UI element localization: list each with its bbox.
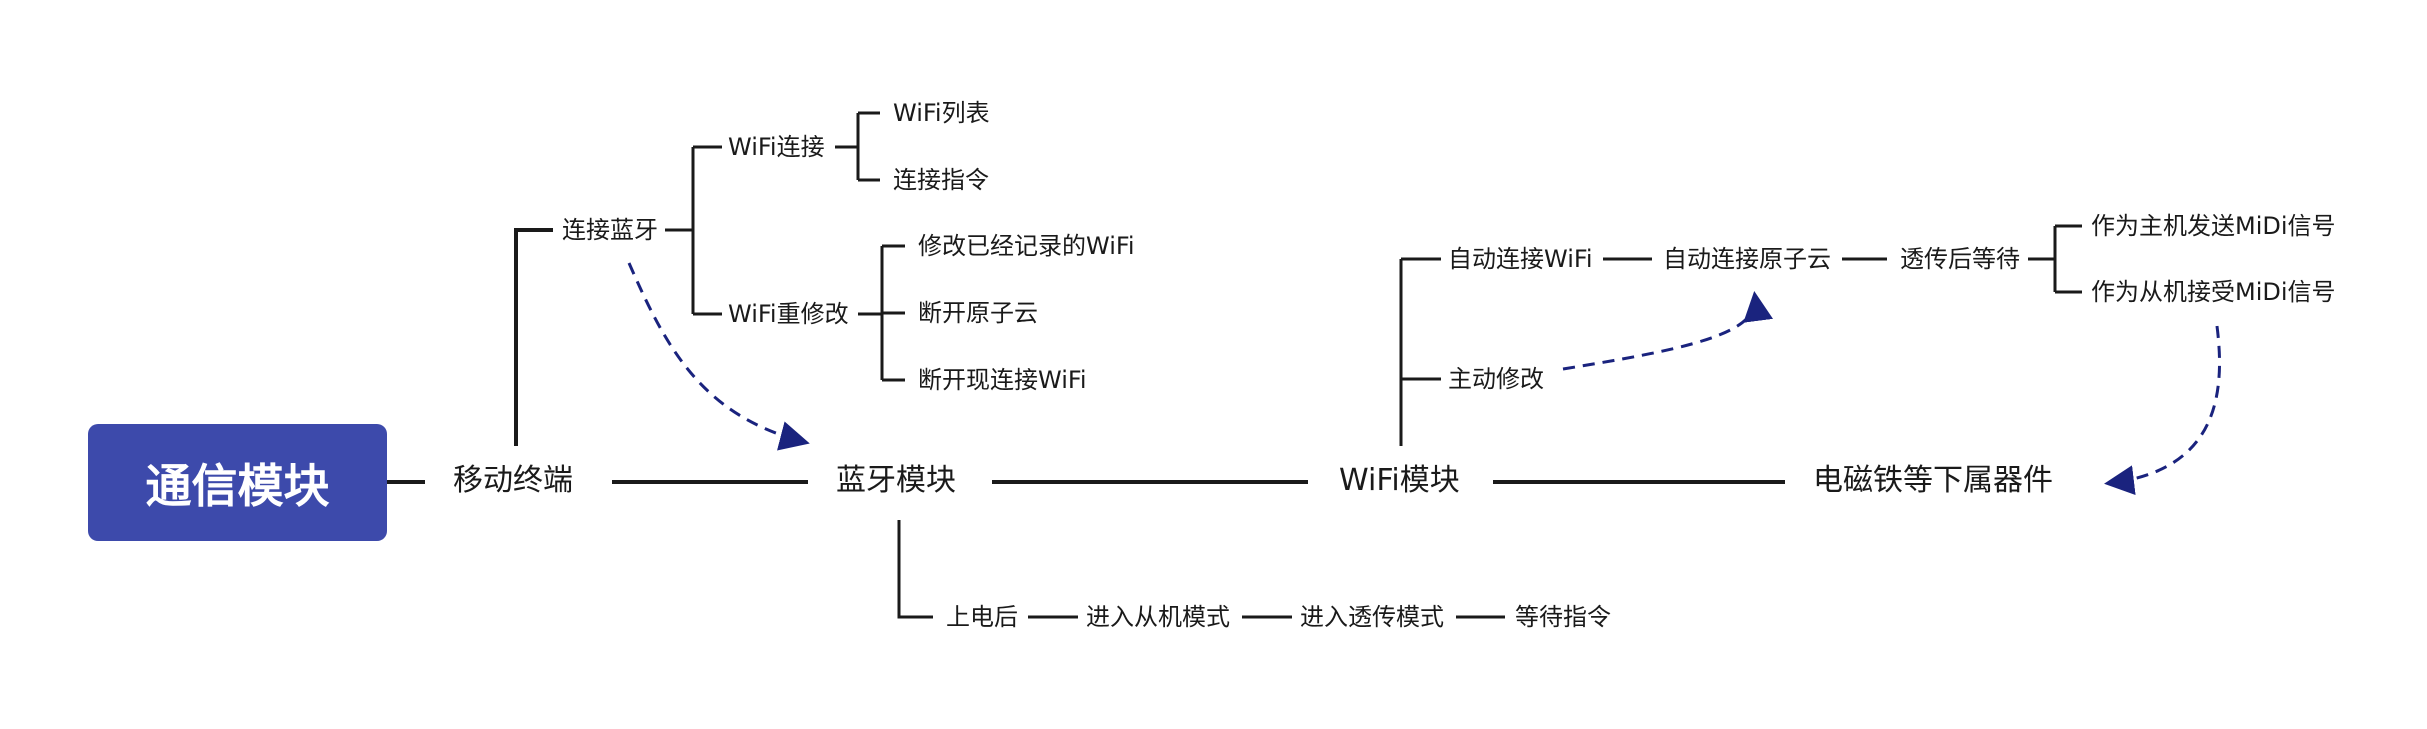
node-wifi-modify: WiFi重修改 — [728, 300, 849, 328]
dashed-arrow-modify-to-cloud — [1562, 291, 1773, 371]
node-slave-mode: 进入从机模式 — [1086, 603, 1230, 631]
node-mobile-terminal: 移动终端 — [453, 463, 573, 498]
node-passthrough-wait: 透传后等待 — [1900, 245, 2020, 273]
node-power-on: 上电后 — [946, 603, 1018, 631]
node-bluetooth-module: 蓝牙模块 — [836, 463, 956, 498]
node-disconnect-current-wifi: 断开现连接WiFi — [918, 366, 1087, 394]
node-modify-recorded-wifi: 修改已经记录的WiFi — [918, 232, 1135, 260]
node-connect-command: 连接指令 — [893, 166, 989, 194]
line-mobile-connectbt — [514, 228, 553, 446]
root-node: 通信模块 — [88, 424, 387, 541]
node-wifi-module: WiFi模块 — [1339, 463, 1460, 498]
node-wifi-connect: WiFi连接 — [728, 133, 825, 161]
node-em-parts: 电磁铁等下属器件 — [1813, 463, 2053, 498]
node-as-master: 作为主机发送MiDi信号 — [2091, 212, 2336, 240]
node-wifi-list: WiFi列表 — [893, 99, 990, 127]
node-passthrough-mode: 进入透传模式 — [1300, 603, 1444, 631]
dashed-arrow-slave-to-em — [2104, 325, 2222, 496]
node-auto-connect-cloud: 自动连接原子云 — [1663, 245, 1831, 273]
dashed-arrow-connectbt-to-bt — [627, 262, 810, 451]
node-disconnect-cloud: 断开原子云 — [918, 299, 1038, 327]
node-manual-modify: 主动修改 — [1448, 365, 1544, 393]
node-as-slave: 作为从机接受MiDi信号 — [2091, 278, 2336, 306]
node-connect-bluetooth: 连接蓝牙 — [562, 216, 658, 244]
node-wait-command: 等待指令 — [1515, 603, 1611, 631]
node-auto-connect-wifi: 自动连接WiFi — [1448, 245, 1593, 273]
root-label: 通信模块 — [145, 458, 330, 513]
